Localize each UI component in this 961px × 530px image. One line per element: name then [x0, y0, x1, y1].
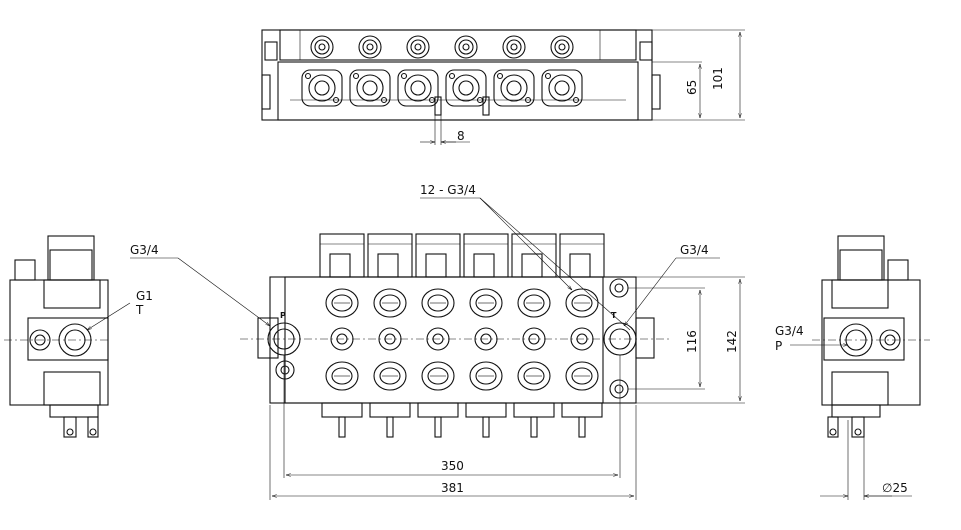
spool-end	[465, 402, 507, 438]
actuator-knob	[310, 35, 334, 59]
spool-end	[561, 402, 603, 438]
actuator-knob	[358, 35, 382, 59]
port-plate	[445, 69, 487, 107]
top-pitch-dim-label: 8	[457, 129, 465, 143]
work-port-group	[373, 288, 407, 391]
port-plate	[301, 69, 343, 107]
spool-cap	[463, 233, 509, 278]
spool-end	[321, 402, 363, 438]
front-width-inner-label: 350	[441, 459, 464, 473]
top-view-port-plates	[301, 69, 583, 107]
front-view-spool-ends	[321, 402, 603, 438]
work-port-group	[517, 288, 551, 391]
work-port-group	[565, 288, 599, 391]
front-t-mark: T	[611, 311, 617, 320]
spool-cap	[415, 233, 461, 278]
work-port-group	[421, 288, 455, 391]
right-diameter-label: ∅25	[882, 481, 908, 495]
actuator-knob	[550, 35, 574, 59]
front-ports-label: 12 - G3/4	[420, 183, 476, 197]
front-height-outer-label: 142	[725, 330, 739, 353]
work-port-group	[325, 288, 359, 391]
port-plate	[493, 69, 535, 107]
port-plate	[397, 69, 439, 107]
top-view: 8 65 101	[261, 29, 745, 145]
left-port-size-label: G1	[136, 289, 153, 303]
actuator-knob	[454, 35, 478, 59]
front-right-port-label: G3/4	[680, 243, 709, 257]
actuator-knob	[406, 35, 430, 59]
port-plate	[349, 69, 391, 107]
front-width-outer-label: 381	[441, 481, 464, 495]
left-port-name-label: T	[135, 303, 144, 317]
front-view-work-ports	[325, 288, 599, 391]
right-view: G3/4 P ∅25	[775, 235, 930, 500]
port-plate	[541, 69, 583, 107]
work-port-group	[469, 288, 503, 391]
spool-end	[417, 402, 459, 438]
spool-cap	[559, 233, 605, 278]
right-port-size-label: G3/4	[775, 324, 804, 338]
top-height-outer-label: 101	[711, 67, 725, 90]
spool-cap	[511, 233, 557, 278]
right-port-name-label: P	[775, 339, 782, 353]
front-p-mark: P	[280, 311, 286, 320]
front-left-port-label: G3/4	[130, 243, 159, 257]
top-height-inner-label: 65	[685, 80, 699, 95]
spool-cap	[319, 233, 365, 278]
spool-end	[513, 402, 555, 438]
front-height-inner-label: 116	[685, 330, 699, 353]
top-view-actuators	[310, 35, 574, 59]
front-view: P T G3/4 12 - G3/4 G3/4 350 381 116 142	[130, 183, 745, 500]
left-view: G1 T	[4, 235, 153, 438]
front-view-caps	[319, 233, 605, 278]
actuator-knob	[502, 35, 526, 59]
spool-end	[369, 402, 411, 438]
spool-cap	[367, 233, 413, 278]
